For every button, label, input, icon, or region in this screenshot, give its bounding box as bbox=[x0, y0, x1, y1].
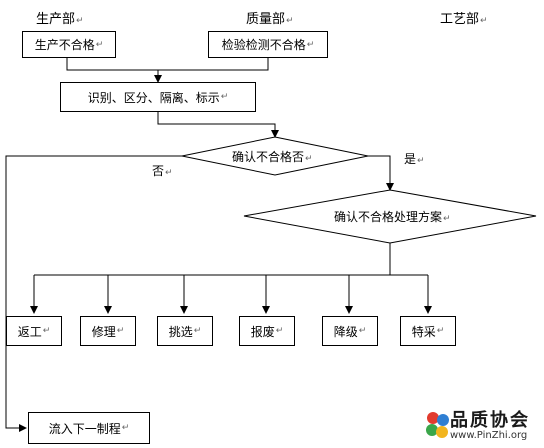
decision-confirm-plan-shape bbox=[243, 189, 537, 244]
decision-confirm-nonconforming-shape bbox=[181, 136, 369, 176]
edge-yes bbox=[368, 155, 394, 191]
edge-prod-to-identify bbox=[66, 58, 162, 83]
decision-confirm-plan: 确认不合格处理方案↵ bbox=[334, 210, 451, 224]
node-downgrade: 降级↵ bbox=[322, 316, 378, 346]
node-repair: 修理↵ bbox=[80, 316, 136, 346]
lane-production: 生产部↵ bbox=[36, 12, 84, 27]
node-next-process: 流入下一制程↵ bbox=[28, 412, 150, 444]
lane-quality: 质量部↵ bbox=[246, 12, 294, 27]
lane-process: 工艺部↵ bbox=[440, 12, 488, 27]
edge-inspection-to-identify bbox=[158, 58, 269, 71]
node-rework: 返工↵ bbox=[6, 316, 62, 346]
node-prod-nonconforming: 生产不合格↵ bbox=[22, 31, 116, 58]
decision-confirm-nonconforming: 确认不合格否↵ bbox=[232, 150, 313, 164]
logo-url: www.PinZhi.org bbox=[450, 430, 528, 441]
edge-no bbox=[5, 155, 182, 432]
edge-label-yes: 是↵ bbox=[404, 152, 425, 166]
node-special-release: 特采↵ bbox=[400, 316, 456, 346]
logo-icon bbox=[426, 412, 449, 438]
logo-title: 品质协会 bbox=[450, 410, 530, 431]
node-scrap: 报废↵ bbox=[239, 316, 295, 346]
edge-identify-to-confirm bbox=[157, 112, 279, 138]
edge-label-no: 否↵ bbox=[152, 164, 173, 178]
node-inspection-nonconforming: 检验检测不合格↵ bbox=[208, 31, 328, 58]
node-identify: 识别、区分、隔离、标示↵ bbox=[60, 82, 256, 112]
node-sorting: 挑选↵ bbox=[157, 316, 213, 346]
pinzhi-logo: 品质协会 www.PinZhi.org bbox=[424, 404, 544, 448]
